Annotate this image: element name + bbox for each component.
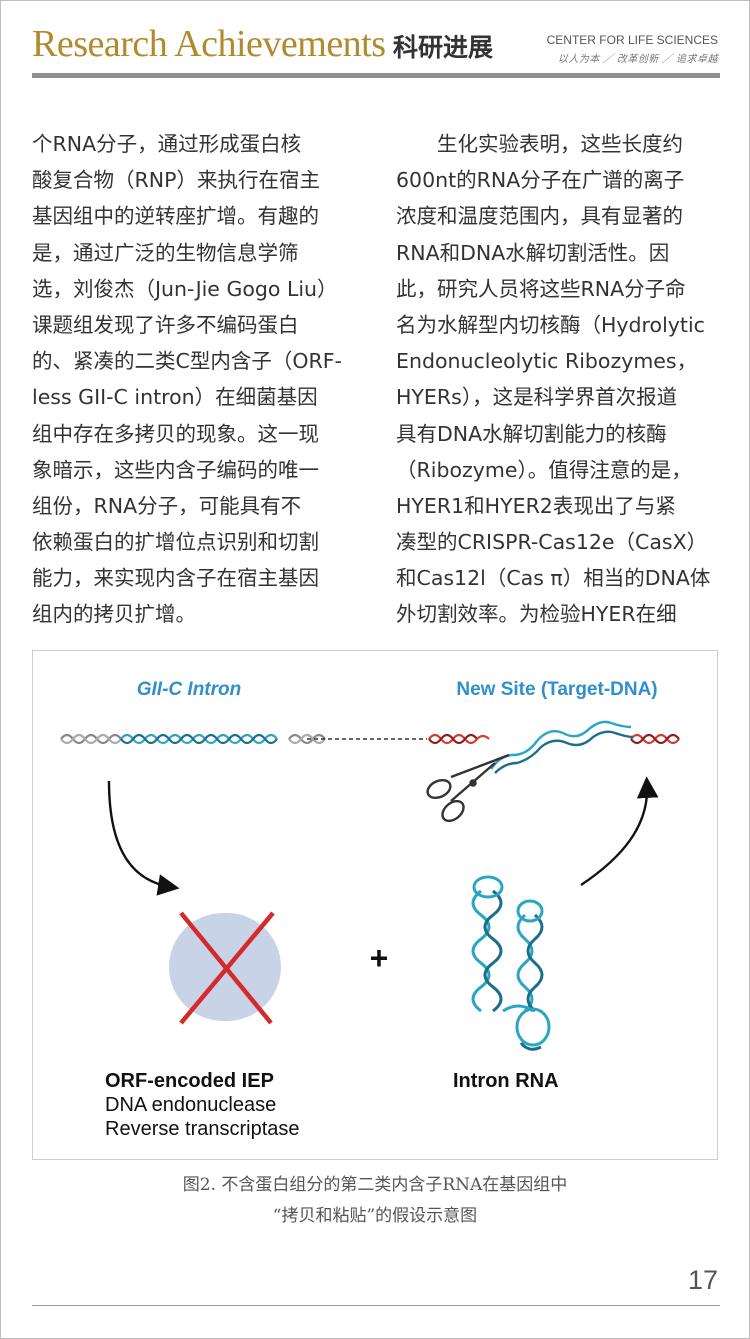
- body-text-line: 酸复合物（RNP）来执行在宿主: [32, 168, 320, 193]
- iep-line-1: DNA endonuclease: [105, 1094, 276, 1116]
- body-text-line: 选，刘俊杰（Jun-Jie Gogo Liu）: [32, 276, 338, 301]
- body-text-line: 凑型的CRISPR-Cas12e（CasX）: [396, 530, 708, 555]
- figure-caption-line-2: “拷贝和粘贴”的假设示意图: [272, 1206, 478, 1226]
- body-text-line: 此，研究人员将这些RNA分子命: [396, 276, 686, 301]
- body-text-line: 生化实验表明，这些长度约: [396, 132, 683, 156]
- body-text-line: 组内的拷贝扩增。: [32, 602, 196, 627]
- body-column-right: 生化实验表明，这些长度约 600nt的RNA分子在广谱的离子浓度和温度范围内，具有…: [396, 126, 720, 633]
- footer-rule: [32, 1305, 720, 1306]
- arrow-up-right: [580, 776, 659, 886]
- label-new-site: New Site (Target-DNA): [456, 679, 657, 700]
- rna-label: Intron RNA: [453, 1070, 559, 1092]
- arrow-down-left: [107, 780, 180, 896]
- body-text-line: HYER1和HYER2表现出了与紧: [396, 493, 676, 518]
- body-text-line: （Ribozyme）。值得注意的是，: [396, 457, 692, 482]
- body-text-line: 是，通过广泛的生物信息学筛: [32, 240, 299, 265]
- body-text-line: Endonucleolytic Ribozymes，: [396, 349, 698, 374]
- section-title-cn: 科研进展: [393, 33, 494, 62]
- target-dna-helix: [428, 733, 680, 745]
- source-dna-helix: [60, 733, 326, 745]
- body-text-line: 个RNA分子，通过形成蛋白核: [32, 132, 302, 156]
- body-text-line: 能力，来实现内含子在宿主基因: [32, 566, 319, 591]
- org-slogan: 以人为本 ╱ 改革创新 ╱ 追求卓越: [557, 54, 718, 65]
- figure-2: GII-C Intron New Site (Target-DNA): [32, 650, 718, 1160]
- org-name: CENTER FOR LIFE SCIENCES: [546, 33, 718, 47]
- body-text-line: HYERs），这是科学界首次报道: [396, 385, 678, 410]
- body-text-line: 外切割效率。为检验HYER在细: [396, 602, 677, 627]
- body-text-line: 象暗示，这些内含子编码的唯一: [32, 457, 319, 482]
- intron-rna-strand: [490, 720, 634, 774]
- body-text-line: 组份，RNA分子，可能具有不: [32, 493, 302, 518]
- section-title: Research Achievements: [32, 23, 386, 65]
- body-text-line: 组中存在多拷贝的现象。这一现: [32, 421, 319, 446]
- body-text-line: RNA和DNA水解切割活性。因: [396, 240, 670, 265]
- body-text-line: 课题组发现了许多不编码蛋白: [32, 312, 299, 337]
- iep-title: ORF-encoded IEP: [105, 1070, 274, 1092]
- figure-caption-line-1: 图2. 不含蛋白组分的第二类内含子RNA在基因组中: [182, 1175, 568, 1195]
- page-number: 17: [687, 1265, 718, 1295]
- iep-line-2: Reverse transcriptase: [105, 1118, 300, 1140]
- body-text-line: 浓度和温度范围内，具有显著的: [396, 204, 683, 229]
- body-text-line: 依赖蛋白的扩增位点识别和切割: [32, 530, 319, 555]
- cross-out-mark-2: [179, 911, 275, 1025]
- body-text-line: 具有DNA水解切割能力的核酶: [396, 421, 667, 446]
- body-text-line: less GII-C intron）在细菌基因: [32, 385, 318, 410]
- scissors-icon: [426, 753, 510, 823]
- body-text-line: 600nt的RNA分子在广谱的离子: [396, 168, 685, 193]
- intron-rna-structure: [471, 875, 551, 1051]
- plus-sign: +: [370, 940, 389, 976]
- label-gii-c-intron: GII-C Intron: [137, 679, 241, 700]
- body-text-line: 基因组中的逆转座扩增。有趣的: [32, 204, 319, 229]
- body-text-line: 和Cas12l（Cas π）相当的DNA体: [396, 566, 711, 591]
- body-text-line: 名为水解型内切核酶（Hydrolytic: [396, 312, 705, 337]
- body-column-left: 个RNA分子，通过形成蛋白核酸复合物（RNP）来执行在宿主基因组中的逆转座扩增。…: [32, 126, 356, 633]
- body-text-line: 的、紧凑的二类C型内含子（ORF-: [32, 349, 342, 374]
- figure-illustration: GII-C Intron New Site (Target-DNA): [60, 679, 680, 1140]
- header-rule: [32, 73, 720, 78]
